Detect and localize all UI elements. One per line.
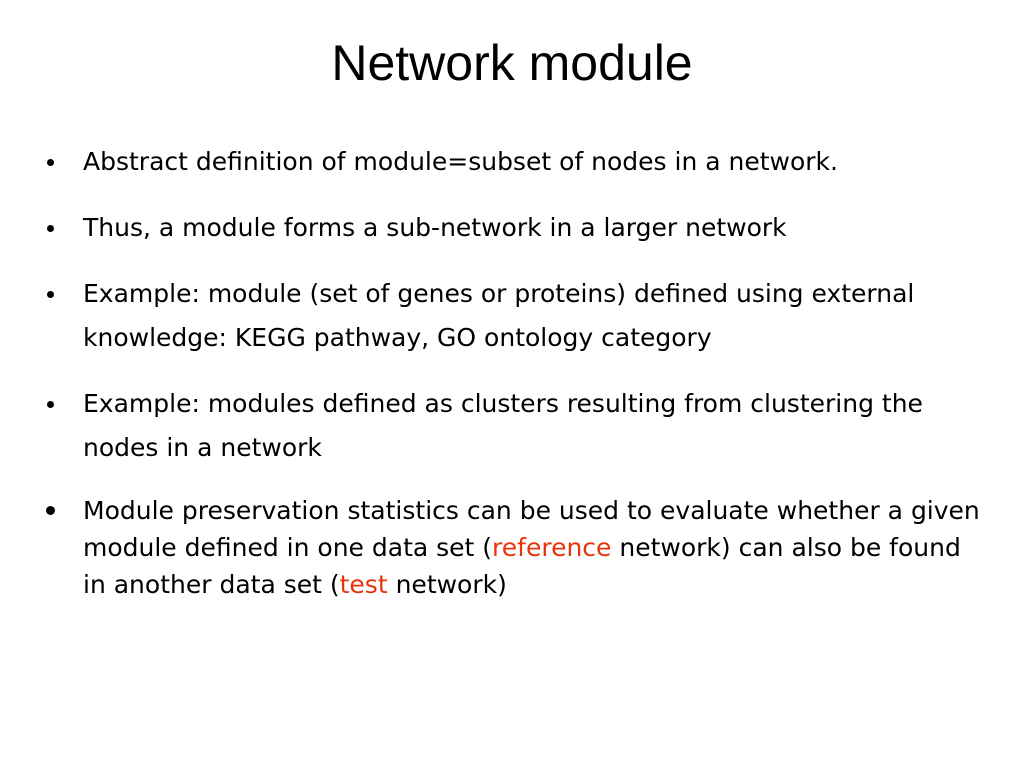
reference-highlight: reference (492, 533, 612, 562)
bullet-list: Abstract definition of module=subset of … (40, 140, 990, 603)
bullet-item-module-definition: Abstract definition of module=subset of … (40, 140, 990, 184)
bullet-item-preservation: Module preservation statistics can be us… (40, 492, 990, 603)
bullet-dot-icon (44, 492, 56, 529)
bullet-text: Example: module (set of genes or protein… (83, 279, 915, 352)
bullet-text-part: network) can also be found in another da… (83, 533, 961, 599)
bullet-item-clusters: Example: modules defined as clusters res… (40, 382, 990, 470)
bullet-text: Thus, a module forms a sub-network in a … (83, 213, 787, 242)
slide-title: Network module (331, 35, 693, 91)
test-highlight: test (339, 570, 388, 599)
bullet-item-sub-network: Thus, a module forms a sub-network in a … (40, 206, 990, 250)
bullet-dot-icon (44, 382, 56, 426)
bullet-text-part: network) (387, 570, 507, 599)
bullet-dot-icon (44, 140, 56, 184)
bullet-text: Example: modules defined as clusters res… (83, 389, 923, 462)
bullet-dot-icon (44, 272, 56, 316)
bullet-text-part: Module preservation statistics can be us… (83, 496, 980, 562)
bullet-item-external-knowledge: Example: module (set of genes or protein… (40, 272, 990, 360)
bullet-text: Abstract definition of module=subset of … (83, 147, 838, 176)
bullet-dot-icon (44, 206, 56, 250)
bullet-text: Module preservation statistics can be us… (83, 496, 980, 599)
